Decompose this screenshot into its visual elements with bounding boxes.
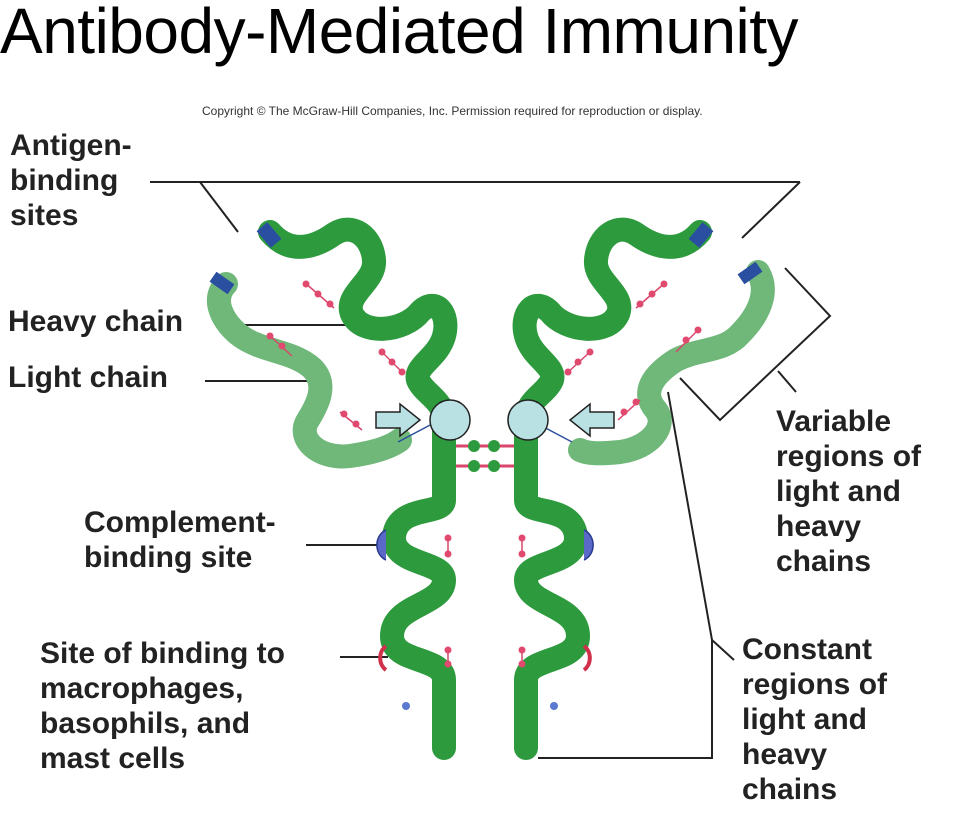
carbohydrate-dots [402, 702, 558, 710]
left-light-chain [206, 272, 412, 469]
antigen-binding-tips [209, 222, 763, 295]
light-chains [206, 260, 775, 469]
label-light-chain: Light chain [8, 361, 168, 394]
label-heavy-chain: Heavy chain [8, 305, 184, 338]
arrow-left-icon [568, 402, 615, 438]
page-title: Antibody-Mediated Immunity [0, 0, 799, 67]
arrow-right-icon [375, 402, 422, 438]
left-heavy-chain [258, 217, 458, 760]
heavy-chains [258, 217, 712, 760]
label-constant-regions: Constant regions of light and heavy chai… [742, 633, 888, 806]
arrows [375, 402, 615, 438]
constant-leader [538, 391, 713, 759]
copyright-notice: Copyright © The McGraw-Hill Companies, I… [202, 104, 703, 118]
hinge-circles [429, 399, 549, 441]
complement-binding-sites [376, 529, 594, 561]
label-variable-regions: Variable regions of light and heavy chai… [776, 405, 922, 578]
label-antigen-binding-sites: Antigen- binding sites [10, 129, 132, 232]
label-site-of-binding: Site of binding to macrophages, basophil… [40, 637, 285, 775]
label-complement-binding-site: Complement- binding site [84, 506, 276, 574]
hinge-bonds [456, 440, 514, 472]
right-heavy-chain [512, 217, 712, 760]
variable-bracket [679, 267, 832, 422]
leader-lines [150, 181, 832, 759]
disulfide-bonds [266, 280, 702, 668]
right-light-chain [568, 260, 775, 466]
macrophage-binding-sites [378, 644, 592, 672]
